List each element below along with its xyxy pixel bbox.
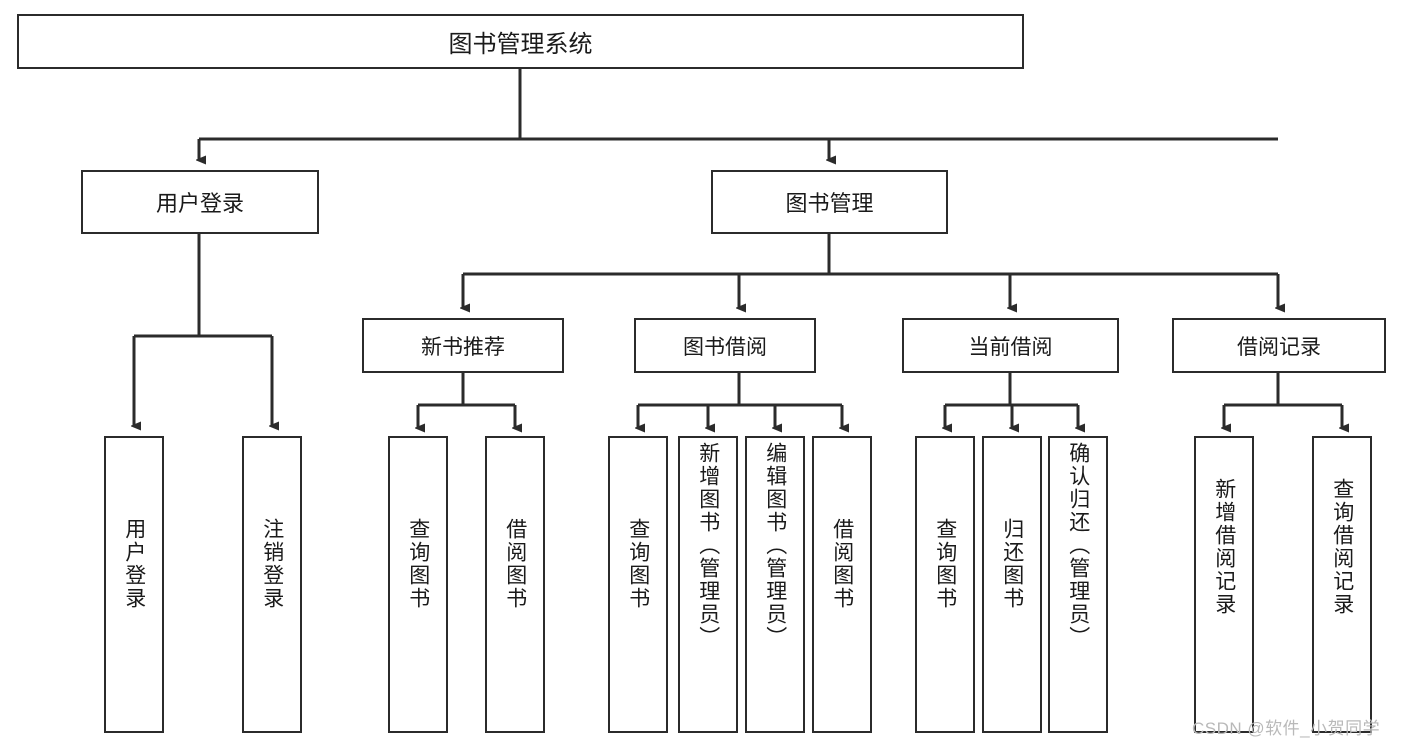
leaf-query-book-recommend[interactable]: 查询图书 [388, 436, 448, 733]
leaf-borrow-book[interactable]: 借阅图书 [812, 436, 872, 733]
node-root-label: 图书管理系统 [448, 31, 593, 58]
node-borrow-record[interactable]: 借阅记录 [1172, 318, 1386, 373]
leaf-add-borrow-record[interactable]: 新增借阅记录 [1194, 436, 1254, 733]
node-borrow-record-label: 借阅记录 [1237, 335, 1321, 359]
leaf-logout-label: 注销登录 [260, 518, 284, 610]
leaf-user-login[interactable]: 用户登录 [104, 436, 164, 733]
node-new-book-recommend[interactable]: 新书推荐 [362, 318, 564, 373]
leaf-borrow-book-recommend-label: 借阅图书 [503, 518, 527, 610]
leaf-return-book[interactable]: 归还图书 [982, 436, 1042, 733]
node-book-borrow-label: 图书借阅 [683, 335, 767, 359]
leaf-user-login-label: 用户登录 [122, 518, 146, 610]
node-current-borrow-label: 当前借阅 [968, 335, 1053, 359]
leaf-confirm-return-admin-label: 确认归还（管理员） [1066, 442, 1090, 649]
node-user-login-label: 用户登录 [155, 191, 244, 216]
leaf-borrow-book-label: 借阅图书 [830, 518, 854, 610]
node-user-login[interactable]: 用户登录 [81, 170, 319, 234]
node-current-borrow[interactable]: 当前借阅 [902, 318, 1119, 373]
leaf-query-book-borrow[interactable]: 查询图书 [608, 436, 668, 733]
leaf-add-book-admin[interactable]: 新增图书（管理员） [678, 436, 738, 733]
leaf-confirm-return-admin[interactable]: 确认归还（管理员） [1048, 436, 1108, 733]
leaf-query-borrow-record-label: 查询借阅记录 [1330, 478, 1354, 616]
watermark: CSDN @软件_小贺同学 [1192, 719, 1381, 738]
leaf-query-book-borrow-label: 查询图书 [626, 518, 650, 610]
leaf-query-borrow-record[interactable]: 查询借阅记录 [1312, 436, 1372, 733]
leaf-query-book-recommend-label: 查询图书 [406, 518, 430, 610]
leaf-borrow-book-recommend[interactable]: 借阅图书 [485, 436, 545, 733]
leaf-edit-book-admin[interactable]: 编辑图书（管理员） [745, 436, 805, 733]
leaf-edit-book-admin-label: 编辑图书（管理员） [763, 442, 787, 649]
leaf-logout[interactable]: 注销登录 [242, 436, 302, 733]
leaf-add-book-admin-label: 新增图书（管理员） [696, 442, 720, 649]
node-book-management-label: 图书管理 [785, 191, 874, 216]
leaf-query-book-current-label: 查询图书 [933, 518, 957, 610]
node-new-book-recommend-label: 新书推荐 [421, 335, 505, 359]
leaf-query-book-current[interactable]: 查询图书 [915, 436, 975, 733]
node-book-borrow[interactable]: 图书借阅 [634, 318, 816, 373]
node-root[interactable]: 图书管理系统 [17, 14, 1024, 69]
node-book-management[interactable]: 图书管理 [711, 170, 948, 234]
leaf-add-borrow-record-label: 新增借阅记录 [1212, 478, 1236, 616]
leaf-return-book-label: 归还图书 [1000, 518, 1024, 610]
